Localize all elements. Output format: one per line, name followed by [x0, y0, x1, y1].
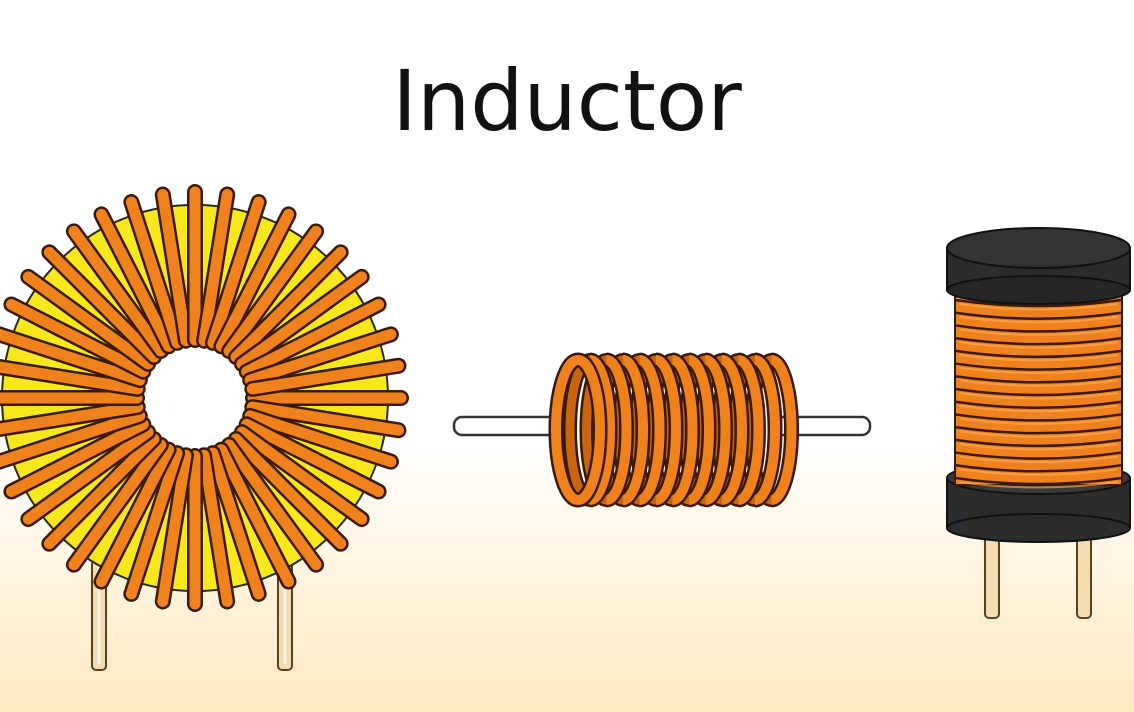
drum-turn	[955, 425, 1122, 435]
drum-turn	[955, 413, 1122, 422]
coil-turn-fill	[671, 355, 698, 505]
drum-turn-highlight	[959, 315, 1118, 324]
drum-turn	[955, 324, 1122, 333]
coil-turn-fill	[737, 355, 764, 505]
toroid-turn-fill	[0, 328, 146, 386]
coil-turn-fill	[655, 355, 681, 505]
toroid-turn-fill	[246, 401, 404, 436]
drum-turn	[955, 362, 1122, 371]
toroid-turn-fill	[215, 444, 295, 588]
toroid-turn-fill	[5, 418, 149, 498]
toroid-turn-fill	[43, 246, 160, 363]
toroid-turn-fill	[236, 271, 368, 370]
coil-turn-fill	[638, 355, 665, 505]
toroid-turn-fill	[244, 328, 397, 386]
toroid-turn-fill	[198, 449, 233, 607]
coil-turn-fill	[754, 355, 780, 505]
axial-coil	[548, 352, 799, 508]
drum-turn	[955, 438, 1122, 448]
drum-turn-highlight	[959, 417, 1118, 425]
drum-turn-highlight	[959, 455, 1118, 464]
toroid-turn-fill	[198, 189, 233, 347]
coil-end-loop-fill	[551, 355, 605, 505]
toroid-turn-fill	[5, 298, 149, 378]
drum-winding-turns	[955, 298, 1122, 489]
drum-turn	[955, 400, 1122, 409]
drum-turn	[955, 387, 1122, 397]
toroid-turn-fill	[125, 196, 183, 349]
toroid-turn-fill	[223, 439, 322, 571]
drum-turn-highlight	[959, 481, 1118, 489]
toroid-turn-fill	[22, 271, 154, 370]
toroidal-inductor	[0, 184, 409, 671]
toroid-turn-fill	[157, 449, 192, 607]
drum-turn-highlight	[959, 392, 1118, 400]
drum-turn-highlight	[959, 404, 1118, 413]
drum-turn-highlight	[959, 353, 1118, 362]
toroid-turn-fill	[95, 208, 175, 352]
drum-turn	[955, 476, 1122, 486]
toroid-turn-fill	[246, 360, 404, 395]
toroid-turn-fill	[230, 246, 347, 363]
toroid-windings	[0, 184, 409, 612]
coil-turn-fill	[605, 355, 632, 505]
drum-turn	[955, 298, 1122, 308]
drum-turn-highlight	[959, 328, 1118, 336]
toroid-turn-fill	[22, 426, 154, 525]
toroid-turn-fill	[0, 410, 146, 468]
toroid-turn-fill	[0, 401, 144, 435]
toroid-turn-fill	[43, 433, 160, 550]
toroid-turn-fill	[207, 447, 265, 600]
drum-turn	[955, 375, 1122, 384]
drum-turn	[955, 464, 1122, 473]
toroid-turn-fill	[95, 444, 175, 588]
drum-turn	[955, 336, 1122, 346]
coil-turn-fill	[622, 355, 648, 505]
coil-turn-fill	[688, 355, 714, 505]
toroid-turn-fill	[230, 433, 347, 550]
drum-turn	[955, 451, 1122, 460]
toroid-turn-fill	[68, 439, 167, 571]
drum-turn-highlight	[959, 303, 1118, 311]
drum-turn-highlight	[959, 379, 1118, 387]
drum-turn	[955, 311, 1122, 320]
coil-turn-fill	[721, 355, 747, 505]
drum-turn-highlight	[959, 442, 1118, 451]
toroid-turn-fill	[125, 447, 183, 600]
toroid-turn-fill	[236, 426, 368, 525]
air-core-axial-inductor	[452, 352, 872, 508]
drum-turn-highlight	[959, 430, 1118, 438]
drum-turn-highlight	[959, 341, 1118, 349]
radial-leads	[984, 519, 1092, 619]
page-title: Inductor	[392, 52, 742, 150]
toroid-turn-fill	[68, 225, 167, 357]
drum-turn-highlight	[959, 366, 1118, 375]
coil-turn-fill	[770, 355, 797, 505]
toroid-turn-fill	[157, 189, 192, 347]
toroid-turn-fill	[241, 418, 385, 498]
top-flange	[946, 227, 1131, 305]
toroid-turn-fill	[241, 298, 385, 378]
drum-turn-highlight	[959, 468, 1118, 476]
toroid-turn-fill	[207, 196, 265, 349]
drum-turn	[955, 349, 1122, 359]
toroid-turn-fill	[215, 208, 295, 352]
radial-drum-core-inductor	[946, 227, 1131, 619]
toroid-turn-fill	[244, 410, 397, 468]
coil-turn-fill	[704, 355, 731, 505]
toroid-turn-fill	[0, 361, 144, 395]
coil-turn-fill	[589, 355, 615, 505]
toroid-turn-fill	[223, 225, 322, 357]
